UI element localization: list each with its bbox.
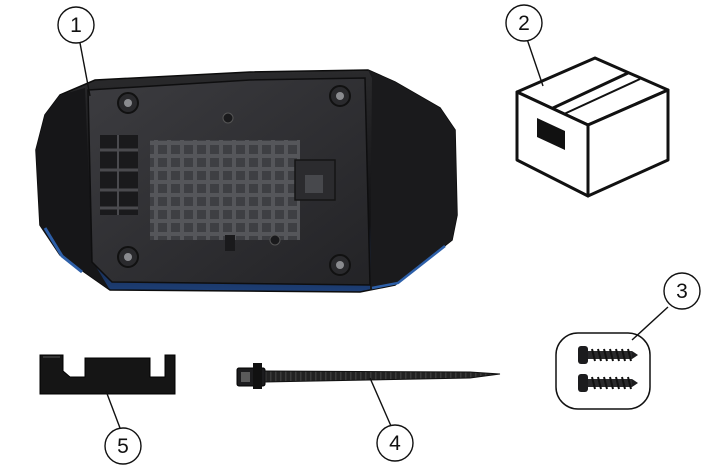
enclosure-bottom-shell (35, 69, 458, 293)
cardboard-box (515, 56, 670, 198)
screw-boss-bottom-left (117, 246, 139, 268)
callout-circle (104, 427, 142, 465)
screws-frame (555, 332, 651, 410)
screw-lower (578, 374, 638, 392)
callout-2: 2 (505, 4, 543, 42)
leader-line-2 (526, 38, 544, 87)
leader-line-1 (79, 42, 91, 97)
callout-number: 4 (389, 432, 401, 455)
screw-boss-top-left (117, 92, 139, 114)
cable-tie (236, 363, 501, 389)
slot-ribs (100, 135, 138, 215)
callout-number: 2 (518, 12, 530, 35)
callout-3: 3 (663, 272, 701, 310)
callout-5: 5 (104, 427, 142, 465)
leader-line-5 (105, 390, 121, 429)
callout-1: 1 (57, 6, 95, 44)
callout-number: 5 (117, 435, 129, 458)
callout-number: 1 (70, 14, 82, 37)
screw-boss-top-right (329, 85, 351, 107)
box-label (537, 118, 565, 150)
leader-line-4 (369, 377, 392, 427)
callout-4: 4 (376, 424, 414, 462)
mounting-plate (39, 354, 176, 395)
callout-circle (376, 424, 414, 462)
screw-upper (578, 346, 638, 364)
callout-circle (57, 6, 95, 44)
callout-circle (663, 272, 701, 310)
screws (555, 332, 651, 410)
leader-line-3 (631, 306, 669, 341)
rib-grid (150, 140, 300, 240)
callout-circle (505, 4, 543, 42)
callout-number: 3 (676, 280, 688, 303)
screw-boss-bottom-right (329, 254, 351, 276)
